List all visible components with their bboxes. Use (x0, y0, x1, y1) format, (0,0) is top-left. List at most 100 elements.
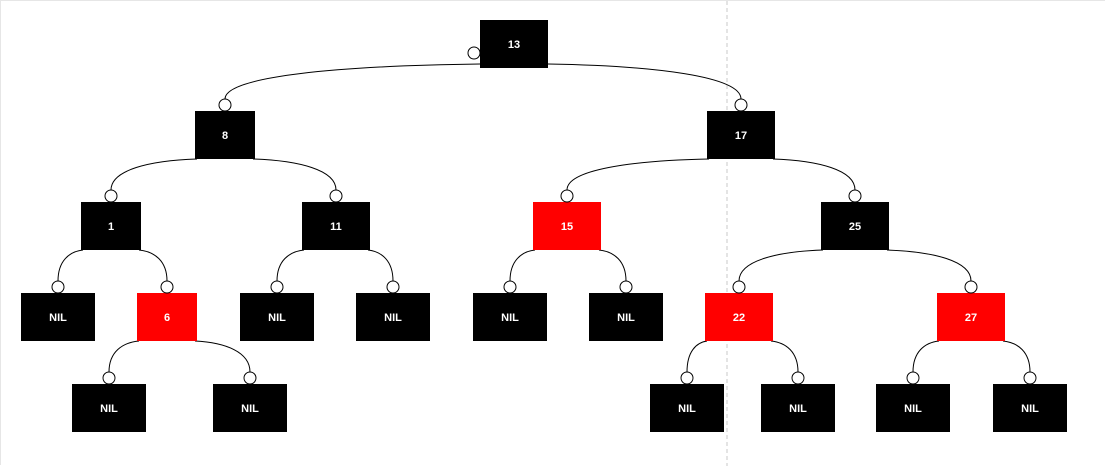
node-label: 17 (735, 130, 747, 142)
node-label: NIL (49, 312, 67, 324)
node-label: 15 (561, 221, 573, 233)
edge-handles (51, 46, 1037, 385)
tree-node-1[interactable]: 1 (81, 202, 141, 250)
node-label: NIL (617, 312, 635, 324)
node-box (302, 202, 370, 250)
node-box (993, 384, 1067, 432)
edge-handle-n8[interactable] (218, 98, 232, 112)
edge-handle-n11[interactable] (329, 189, 343, 203)
edge-n27-to-nil27L (912, 340, 940, 373)
node-label: 6 (164, 312, 170, 324)
nil-leaf-node[interactable]: NIL (21, 293, 95, 341)
edge-handle-n1[interactable] (104, 189, 118, 203)
edge-handle-n25[interactable] (848, 189, 862, 203)
node-label: 25 (849, 221, 861, 233)
edge-n1-to-n6 (138, 249, 168, 282)
edge-n25-to-n22 (738, 249, 824, 282)
edge-handle-nil11R[interactable] (386, 280, 400, 294)
edge-n22-to-nil22L (686, 340, 708, 373)
node-label: 1 (108, 221, 114, 233)
node-box (213, 384, 287, 432)
node-label: 11 (330, 221, 342, 233)
tree-node-11[interactable]: 11 (302, 202, 370, 250)
node-label: 22 (733, 312, 745, 324)
edge-handle-nil6L[interactable] (102, 371, 116, 385)
nil-leaf-node[interactable]: NIL (240, 293, 314, 341)
tree-edges (57, 63, 1031, 373)
edge-n1-to-nil1L (57, 249, 84, 282)
node-label: NIL (268, 312, 286, 324)
edge-handle-nil15L[interactable] (503, 280, 517, 294)
node-label: NIL (384, 312, 402, 324)
node-box (81, 202, 141, 250)
nil-leaf-node[interactable]: NIL (356, 293, 430, 341)
edge-handle-n22[interactable] (732, 280, 746, 294)
tree-node-15[interactable]: 15 (533, 202, 601, 250)
edge-n25-to-n27 (886, 249, 972, 282)
node-label: NIL (501, 312, 519, 324)
tree-node-17[interactable]: 17 (707, 111, 775, 159)
node-label: NIL (904, 403, 922, 415)
edge-n11-to-nil11L (276, 249, 305, 282)
nil-leaf-node[interactable]: NIL (876, 384, 950, 432)
node-box (240, 293, 314, 341)
edge-n22-to-nil22R (770, 340, 799, 373)
node-label: NIL (789, 403, 807, 415)
edge-n6-to-nil6R (194, 340, 251, 373)
root-edge-handle[interactable] (467, 46, 481, 60)
edge-handle-nil15R[interactable] (619, 280, 633, 294)
tree-node-27[interactable]: 27 (937, 293, 1005, 341)
node-box (21, 293, 95, 341)
edge-handle-nil1L[interactable] (51, 280, 65, 294)
nil-leaf-node[interactable]: NIL (213, 384, 287, 432)
node-box (137, 293, 197, 341)
edge-handle-nil27R[interactable] (1023, 371, 1037, 385)
node-label: 8 (222, 130, 228, 142)
node-box (480, 20, 548, 68)
tree-node-25[interactable]: 25 (821, 202, 889, 250)
node-label: 13 (508, 39, 520, 51)
node-label: NIL (678, 403, 696, 415)
node-box (937, 293, 1005, 341)
nil-leaf-node[interactable]: NIL (589, 293, 663, 341)
node-box (650, 384, 724, 432)
nil-leaf-node[interactable]: NIL (993, 384, 1067, 432)
edge-n15-to-nil15R (598, 249, 627, 282)
node-box (707, 111, 775, 159)
edge-handle-n15[interactable] (560, 189, 574, 203)
edge-handle-nil22R[interactable] (791, 371, 805, 385)
node-label: NIL (241, 403, 259, 415)
edge-n17-to-n15 (566, 158, 710, 191)
tree-node-22[interactable]: 22 (705, 293, 773, 341)
nil-leaf-node[interactable]: NIL (650, 384, 724, 432)
node-box (195, 111, 255, 159)
edge-handle-nil22L[interactable] (680, 371, 694, 385)
edge-handle-n17[interactable] (734, 98, 748, 112)
nil-leaf-node[interactable]: NIL (72, 384, 146, 432)
edge-handle-nil6R[interactable] (243, 371, 257, 385)
edge-n8-to-n1 (110, 158, 198, 191)
tree-node-13[interactable]: 13 (480, 20, 548, 68)
nil-leaf-node[interactable]: NIL (473, 293, 547, 341)
edge-n13-to-n17 (547, 63, 742, 100)
edge-handle-n6[interactable] (160, 280, 174, 294)
node-box (72, 384, 146, 432)
edge-handle-nil27L[interactable] (906, 371, 920, 385)
node-box (761, 384, 835, 432)
node-box (705, 293, 773, 341)
node-box (821, 202, 889, 250)
tree-node-8[interactable]: 8 (195, 111, 255, 159)
node-box (589, 293, 663, 341)
edge-handle-nil11L[interactable] (270, 280, 284, 294)
edge-handle-n27[interactable] (964, 280, 978, 294)
node-box (533, 202, 601, 250)
edge-n8-to-n11 (252, 158, 337, 191)
tree-node-6[interactable]: 6 (137, 293, 197, 341)
edge-n27-to-nil27R (1002, 340, 1031, 373)
nil-leaf-node[interactable]: NIL (761, 384, 835, 432)
node-label: 27 (965, 312, 977, 324)
node-label: NIL (1021, 403, 1039, 415)
